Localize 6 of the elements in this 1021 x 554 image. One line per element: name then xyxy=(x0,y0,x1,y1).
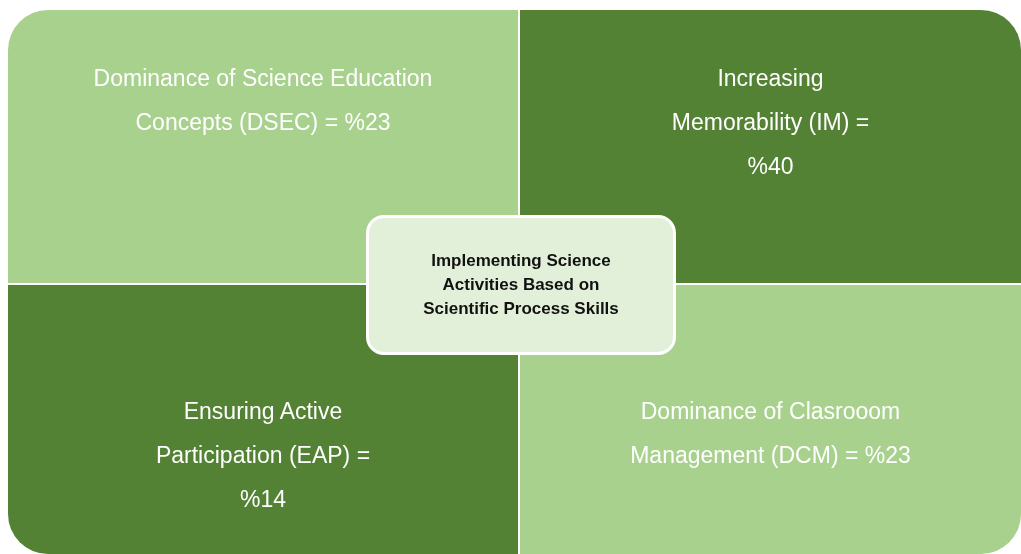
quadrant-text: Dominance of Science Education Concepts (DSEC) = %23 xyxy=(92,64,434,137)
quadrant-text: Dominance of Clasrooom Management (DCM) = %23 xyxy=(629,397,912,470)
quadrant-text: Increasing Memorability (IM) = %40 xyxy=(670,64,871,181)
quadrant-text: Ensuring Active Participation (EAP) = %14 xyxy=(154,397,372,514)
center-title: Implementing Science Activities Based on Scientific Process Skills xyxy=(422,250,620,320)
center-box xyxy=(366,215,676,355)
